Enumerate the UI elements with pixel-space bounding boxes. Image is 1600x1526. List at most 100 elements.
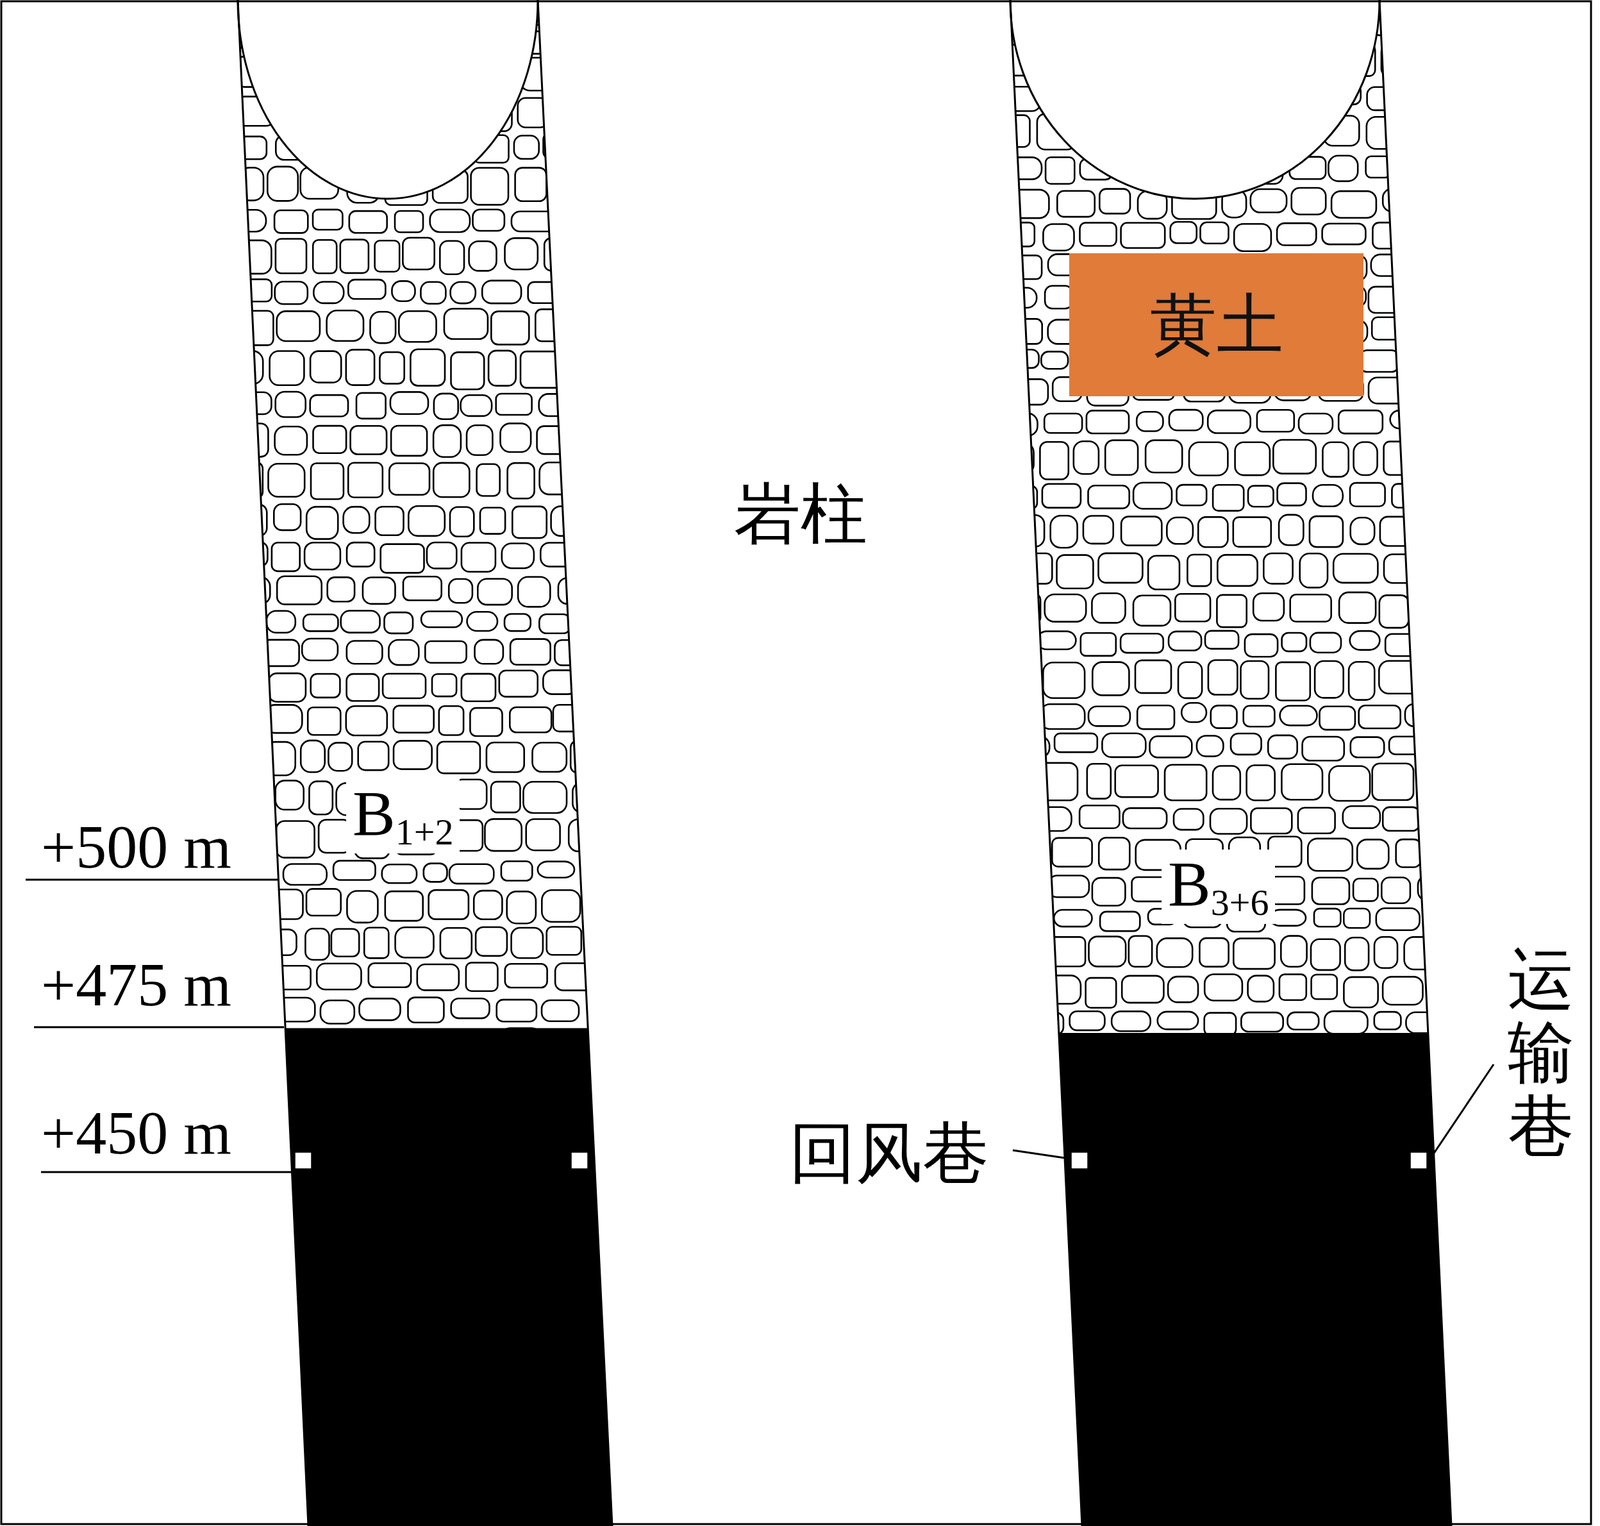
rock-fragment [1233, 85, 1277, 105]
rock-fragment [526, 819, 561, 851]
rock-fragment [375, 506, 404, 536]
soil-label: 黄土 [1150, 291, 1284, 359]
rock-fragment [430, 209, 470, 233]
rock-fragment [1136, 411, 1163, 431]
rock-fragment [301, 638, 338, 661]
rock-fragment [350, 425, 388, 454]
rock-fragment [520, 351, 565, 388]
rock-fragment [420, 282, 446, 304]
rock-fragment [234, 998, 273, 1023]
rock-fragment [1233, 517, 1272, 547]
rock-fragment [467, 611, 499, 631]
rock-fragment [394, 210, 424, 233]
rock-fragment [570, 740, 611, 773]
rock-fragment [1201, 116, 1233, 147]
rock-fragment [237, 889, 261, 918]
rock-fragment [408, 98, 438, 125]
rock-fragment [1324, 83, 1361, 105]
rock-fragment [1302, 736, 1345, 761]
rock-fragment [612, 781, 652, 811]
rock-fragment [1444, 1012, 1478, 1032]
rock-fragment [275, 281, 308, 304]
rock-fragment [276, 310, 320, 342]
rock-fragment [1002, 977, 1043, 1004]
rock-fragment [1008, 349, 1039, 368]
rock-fragment [541, 889, 581, 922]
rock-fragment [1342, 805, 1381, 828]
rock-fragment [1173, 808, 1204, 831]
rock-fragment [475, 926, 508, 956]
elevation-label: +450 m [41, 1101, 232, 1164]
rock-fragment [1168, 631, 1202, 651]
rock-fragment [1382, 807, 1420, 831]
rock-fragment [226, 576, 271, 605]
rock-fragment [1088, 706, 1131, 727]
rock-fragment [1048, 875, 1090, 898]
rock-fragment [320, 1000, 355, 1024]
rock-fragment [590, 1030, 614, 1056]
rock-fragment [1080, 114, 1109, 151]
rock-fragment [1115, 765, 1159, 797]
rock-fragment [998, 115, 1030, 148]
rock-fragment [607, 2, 639, 23]
rock-fragment [574, 611, 612, 630]
rock-fragment [539, 462, 573, 495]
soil-block: 黄土 [1069, 253, 1364, 397]
rock-fragment [460, 394, 493, 417]
rock-fragment [385, 891, 424, 921]
rock-fragment [1376, 908, 1420, 931]
rock-fragment [348, 279, 386, 299]
rock-fragment [1216, 594, 1247, 627]
rock-fragment [582, 861, 612, 881]
rock-fragment [1378, 660, 1422, 694]
rock-fragment [555, 98, 595, 129]
rock-fragment [1051, 837, 1092, 867]
rock-fragment [275, 239, 307, 274]
rock-fragment [439, 705, 464, 735]
rock-fragment [1411, 116, 1444, 148]
rock-fragment [451, 998, 490, 1018]
rock-fragment [1328, 766, 1370, 801]
rock-fragment [1033, 807, 1072, 831]
rock-fragment [310, 463, 344, 500]
rock-fragment [303, 614, 338, 631]
rock-fragment [1250, 808, 1292, 834]
rock-fragment [1244, 633, 1278, 657]
rock-fragment [432, 673, 457, 697]
rock-fragment [1098, 553, 1143, 583]
rock-fragment [437, 741, 481, 774]
rock-fragment [1450, 255, 1493, 279]
rock-fragment [375, 240, 400, 272]
rock-fragment [501, 860, 533, 881]
rock-fragment [1208, 660, 1238, 695]
rock-fragment [1199, 937, 1229, 967]
rock-fragment [1212, 158, 1237, 185]
rock-fragment [1073, 441, 1099, 474]
rock-fragment [1053, 909, 1092, 927]
rock-fragment [1353, 442, 1378, 476]
rock-fragment [1157, 1011, 1199, 1030]
rock-fragment [1280, 705, 1318, 726]
rock-fragment [1263, 3, 1296, 35]
rock-fragment [358, 741, 390, 770]
rock-fragment [573, 310, 604, 341]
rock-fragment [477, 578, 512, 605]
rock-fragment [1394, 156, 1422, 182]
rock-fragment [391, 280, 415, 301]
rock-fragment [1137, 705, 1175, 729]
rock-fragment [1316, 46, 1344, 76]
rock-fragment [592, 31, 618, 54]
seam-edge [285, 1028, 588, 1031]
rock-fragment [340, 239, 369, 274]
rock-fragment [1083, 516, 1114, 544]
rock-fragment [283, 864, 327, 886]
rock-fragment [1233, 223, 1272, 251]
rock-fragment [1009, 553, 1052, 584]
rock-fragment [1298, 413, 1333, 434]
rock-fragment [587, 998, 632, 1018]
rock-fragment [1044, 285, 1073, 309]
rock-fragment [1091, 592, 1125, 623]
rock-fragment [1408, 253, 1444, 279]
rock-fragment [601, 97, 640, 129]
rock-fragment [1328, 155, 1358, 182]
